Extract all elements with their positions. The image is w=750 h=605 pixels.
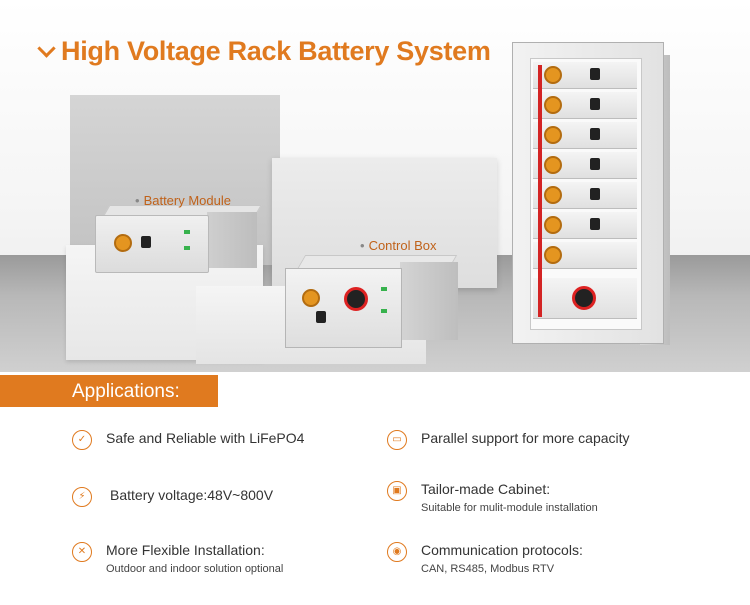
feature-item: ▣ Tailor-made Cabinet: Suitable for muli…	[387, 481, 598, 514]
bullet-icon: •	[360, 238, 365, 253]
connector-icon	[590, 68, 600, 80]
connector-icon	[590, 98, 600, 110]
page-title: High Voltage Rack Battery System	[61, 36, 491, 66]
lightning-icon: ⚡	[72, 487, 92, 507]
connector-icon	[590, 218, 600, 230]
connector-icon	[590, 188, 600, 200]
chevron-down-icon	[37, 39, 56, 58]
connector-icon	[316, 311, 326, 323]
terminal-icon	[544, 96, 562, 114]
feature-text: Tailor-made Cabinet: Suitable for mulit-…	[421, 481, 598, 514]
led-icon	[184, 246, 190, 250]
terminal-icon	[544, 216, 562, 234]
bullet-icon: •	[135, 193, 140, 208]
feature-title: Tailor-made Cabinet:	[421, 481, 551, 497]
feature-title: Battery voltage:48V~800V	[110, 487, 274, 503]
feature-item: ▭ Parallel support for more capacity	[387, 430, 630, 450]
led-icon	[184, 230, 190, 234]
battery-module-label-text: Battery Module	[143, 193, 231, 208]
connector-icon	[590, 128, 600, 140]
battery-module-side	[207, 212, 257, 268]
terminal-icon	[544, 186, 562, 204]
hero-image: High Voltage Rack Battery System •Batter…	[0, 0, 750, 372]
battery-parallel-icon: ▭	[387, 430, 407, 450]
feature-subtitle: Suitable for mulit-module installation	[421, 502, 598, 514]
feature-title: Safe and Reliable with LiFePO4	[106, 430, 305, 446]
led-icon	[381, 309, 387, 313]
led-icon	[381, 287, 387, 291]
terminal-icon	[544, 156, 562, 174]
applications-header-text: Applications:	[72, 381, 180, 402]
connector-icon	[141, 236, 151, 248]
feature-item: ⚡ Battery voltage:48V~800V	[72, 487, 273, 507]
feature-text: Battery voltage:48V~800V	[106, 487, 273, 503]
terminal-icon	[114, 234, 132, 252]
applications-header: Applications:	[0, 375, 218, 407]
feature-title: More Flexible Installation:	[106, 542, 265, 558]
terminal-icon	[544, 246, 562, 264]
power-switch-icon	[344, 287, 368, 311]
tools-icon: ✕	[72, 542, 92, 562]
title-row: High Voltage Rack Battery System	[37, 36, 491, 67]
applications-section	[0, 372, 750, 605]
shield-icon: ✓	[72, 430, 92, 450]
feature-item: ✓ Safe and Reliable with LiFePO4	[72, 430, 304, 450]
feature-subtitle: CAN, RS485, Modbus RTV	[421, 563, 555, 575]
feature-title: Communication protocols:	[421, 542, 583, 558]
feature-title: Parallel support for more capacity	[421, 430, 630, 446]
terminal-icon	[544, 66, 562, 84]
feature-item: ◉ Communication protocols: CAN, RS485, M…	[387, 542, 583, 575]
feature-subtitle: Outdoor and indoor solution optional	[106, 563, 284, 575]
power-switch-icon	[572, 286, 596, 310]
control-box-label-text: Control Box	[368, 238, 437, 253]
feature-text: Parallel support for more capacity	[421, 430, 630, 446]
terminal-icon	[302, 289, 320, 307]
control-box-side	[400, 262, 458, 340]
signal-icon: ◉	[387, 542, 407, 562]
battery-module-label: •Battery Module	[135, 193, 231, 208]
feature-text: More Flexible Installation: Outdoor and …	[106, 542, 283, 575]
connector-icon	[590, 158, 600, 170]
control-box-image	[285, 268, 402, 348]
cabinet-icon: ▣	[387, 481, 407, 501]
battery-module-image	[95, 215, 209, 273]
control-box-label: •Control Box	[360, 238, 436, 253]
feature-item: ✕ More Flexible Installation: Outdoor an…	[72, 542, 283, 575]
feature-text: Safe and Reliable with LiFePO4	[106, 430, 304, 446]
power-cable	[538, 65, 542, 317]
terminal-icon	[544, 126, 562, 144]
feature-text: Communication protocols: CAN, RS485, Mod…	[421, 542, 583, 575]
